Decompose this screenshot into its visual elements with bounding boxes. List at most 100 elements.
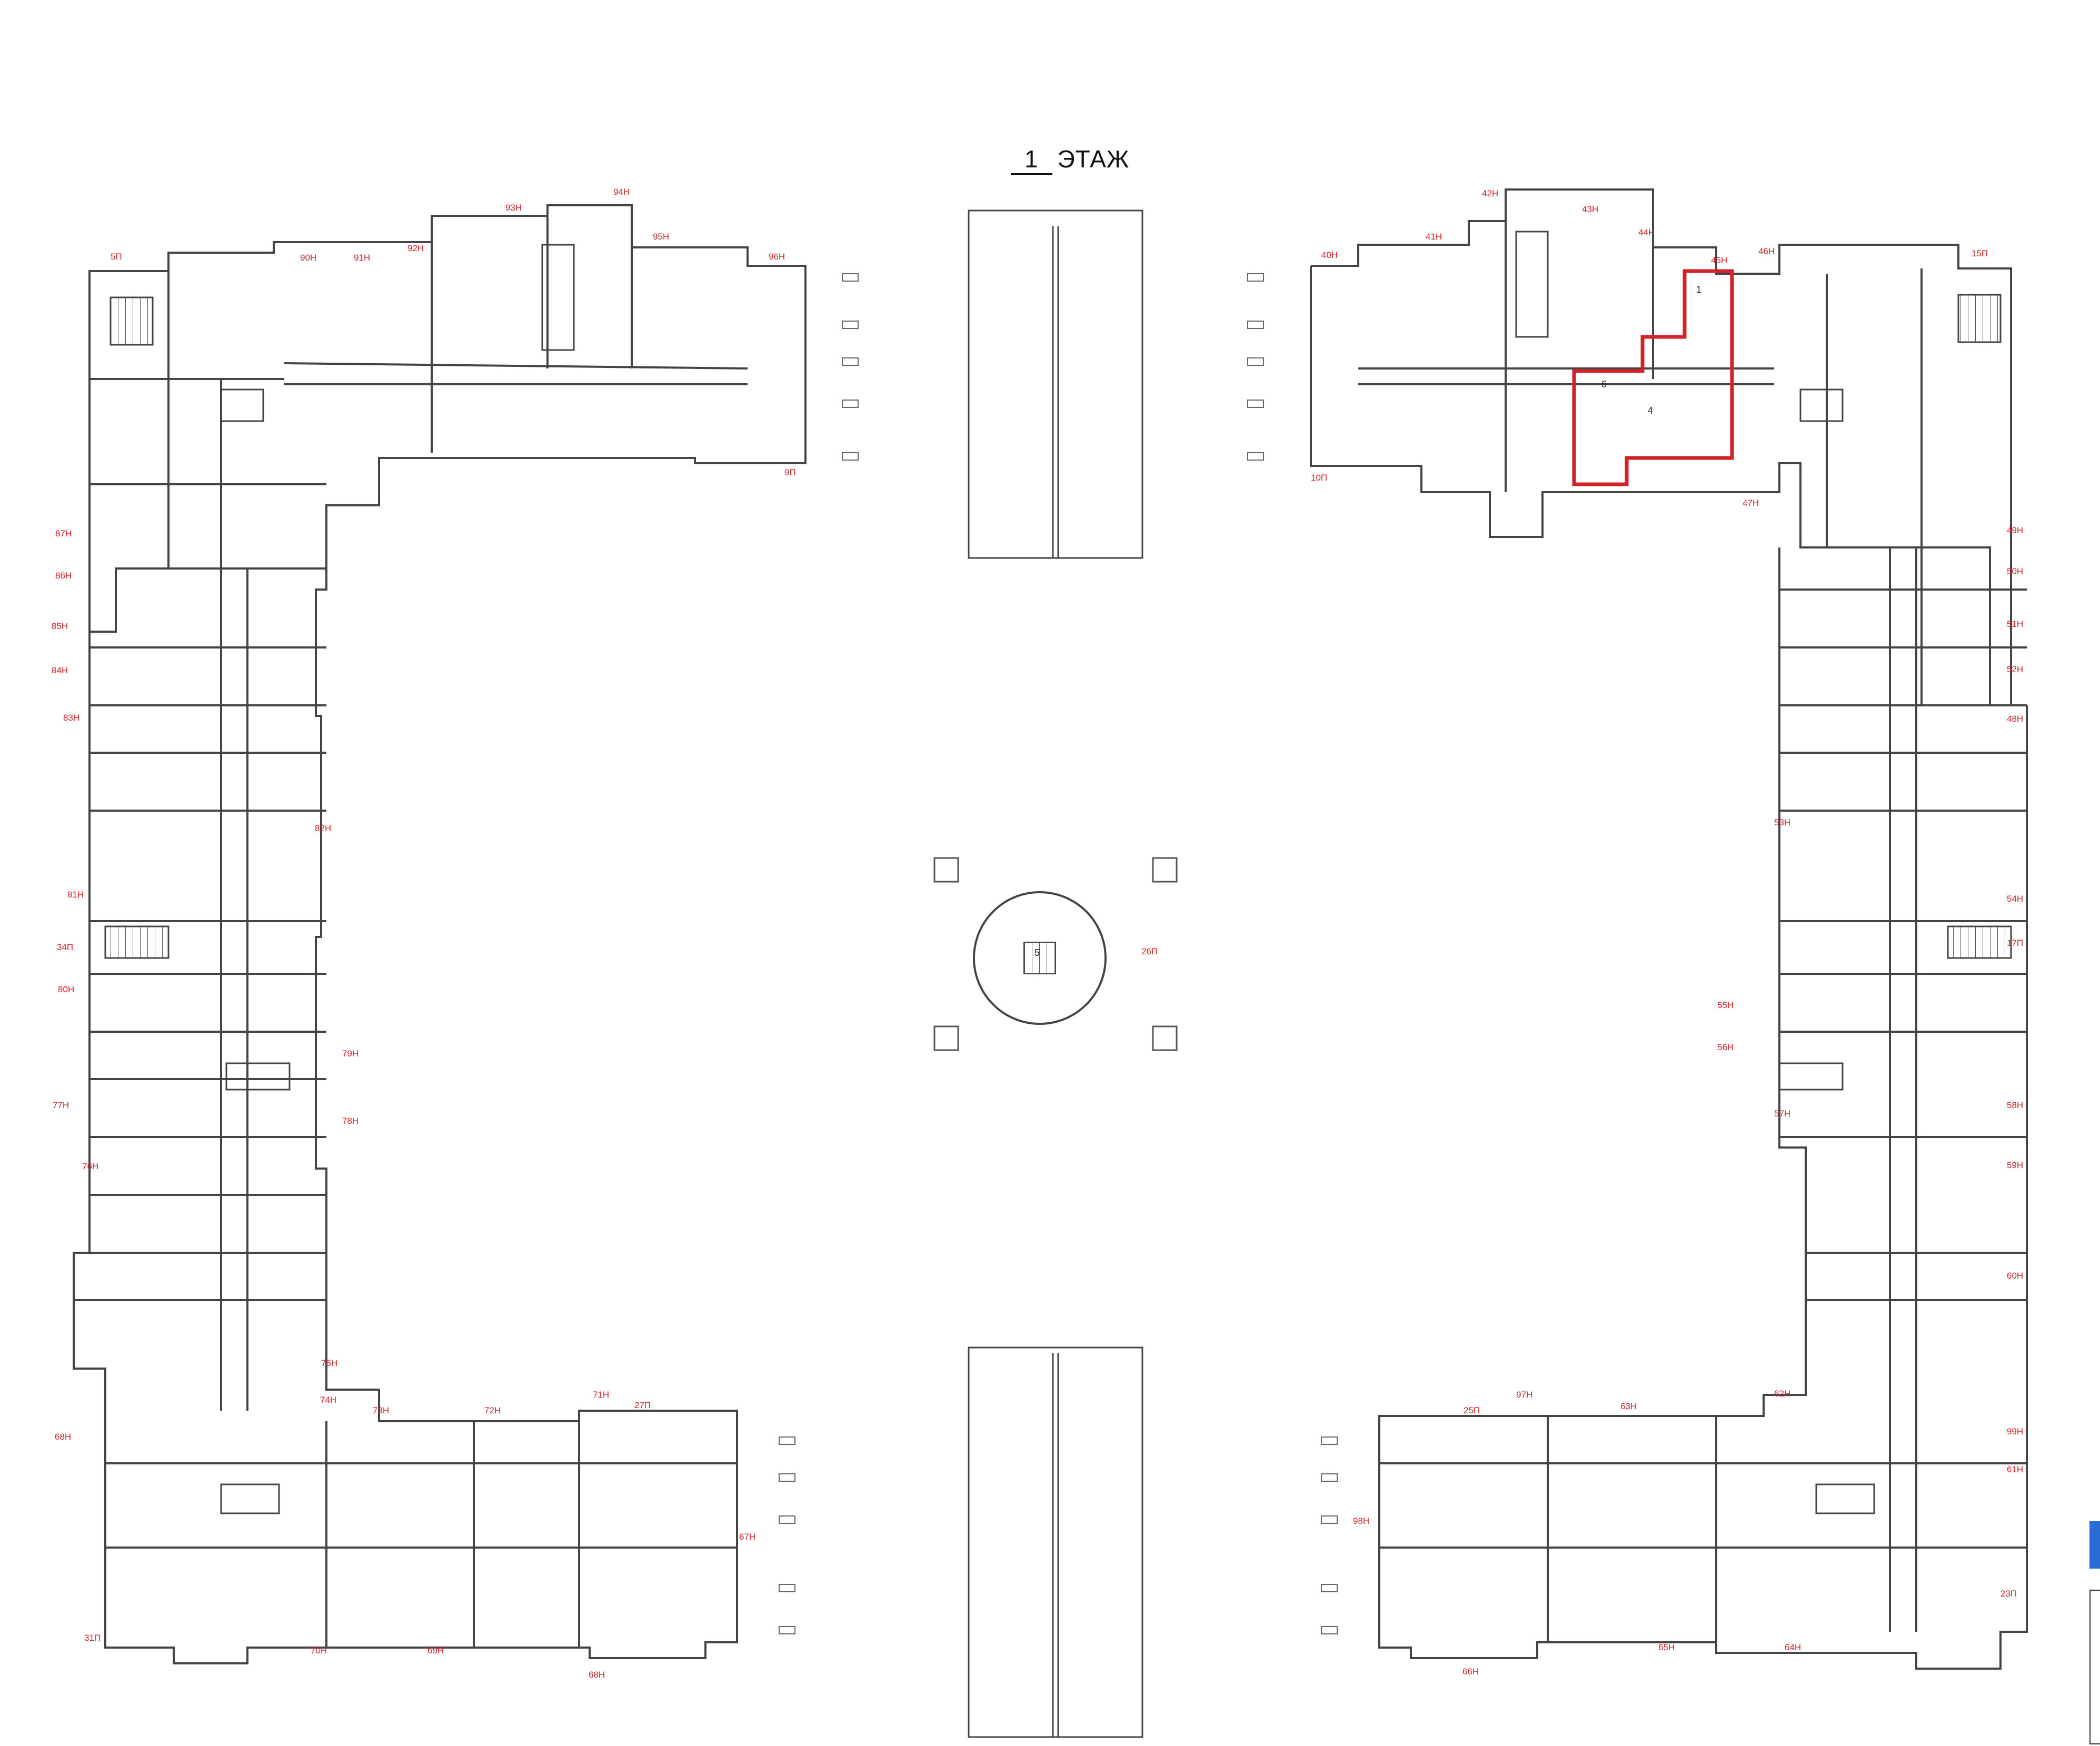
tick-box (1321, 1473, 1338, 1482)
elevator-block (1778, 1062, 1844, 1091)
corner-marker (2089, 1521, 2100, 1569)
tick-box (842, 321, 859, 329)
unit-label: 80Н (58, 984, 75, 994)
tick-box (779, 1626, 795, 1634)
central-bottom-block (968, 1346, 1143, 1738)
unit-label: 51Н (2007, 619, 2024, 629)
unit-label: 85Н (52, 621, 68, 631)
right-wing-top-outline (1310, 188, 2012, 706)
unit-label: 79Н (342, 1049, 359, 1059)
tick-box (1247, 273, 1264, 282)
central-round-structure (933, 857, 1178, 1051)
unit-label: 43Н (1582, 204, 1599, 214)
column-block (1152, 857, 1178, 883)
highlighted-unit-room: 4 (1648, 405, 1654, 416)
elevator-block (1815, 1483, 1875, 1514)
round-building-room: 5 (1034, 947, 1040, 958)
stair-blocks (104, 231, 2012, 1514)
central-bottom-structure (968, 1346, 1143, 1738)
unit-label: 27П (634, 1400, 651, 1410)
round-building-stair (1023, 942, 1056, 974)
unit-label: 55Н (1717, 1000, 1734, 1010)
unit-label: 99Н (2007, 1426, 2024, 1436)
unit-label: 65Н (1658, 1642, 1675, 1652)
unit-label: 75Н (321, 1358, 338, 1368)
unit-label: 82Н (315, 823, 332, 833)
left-spine-outline (73, 568, 738, 1664)
stair-block (104, 925, 170, 959)
unit-label: 96Н (769, 252, 785, 262)
tick-box (842, 452, 859, 461)
unit-label: 67Н (739, 1532, 756, 1542)
unit-label: 62Н (1774, 1389, 1791, 1399)
tick-box (1247, 321, 1264, 329)
column-block (933, 1025, 959, 1051)
unit-label: 58Н (2007, 1100, 2024, 1110)
right-building (1310, 188, 2028, 1670)
unit-label: 70Н (311, 1645, 327, 1655)
highlighted-unit-room: 6 (1601, 379, 1607, 390)
tick-box (1321, 1626, 1338, 1634)
unit-label: 68Н (589, 1670, 605, 1680)
stair-block (110, 296, 154, 346)
tick-box (1247, 400, 1264, 408)
unit-label: 46Н (1758, 246, 1775, 256)
highlighted-unit-outline[interactable] (1572, 269, 1734, 486)
elevator-block (1515, 231, 1549, 338)
unit-label: 17П (2007, 938, 2024, 948)
unit-label: 95Н (653, 232, 670, 242)
unit-label: 77Н (53, 1100, 69, 1110)
unit-label: 73Н (373, 1405, 390, 1415)
unit-label: 97Н (1516, 1390, 1533, 1400)
unit-label: 69Н (427, 1645, 444, 1655)
unit-label: 31П (84, 1633, 101, 1643)
unit-label: 93Н (505, 203, 522, 213)
unit-label: 76Н (82, 1161, 99, 1171)
central-top-block (968, 209, 1143, 559)
unit-label: 86Н (55, 571, 72, 581)
stair-block (1957, 294, 2002, 343)
unit-label: 56Н (1717, 1042, 1734, 1052)
column-block (933, 857, 959, 883)
unit-label: 57Н (1774, 1109, 1791, 1119)
unit-label: 54Н (2007, 894, 2024, 904)
unit-label: 91Н (354, 253, 371, 263)
unit-label: 52Н (2007, 664, 2024, 674)
unit-label: 90Н (300, 253, 317, 263)
unit-label: 49Н (2007, 525, 2024, 535)
unit-label: 94Н (613, 187, 630, 197)
elevator-block (1799, 388, 1844, 422)
tick-box (1321, 1515, 1338, 1524)
unit-label: 5П (111, 252, 122, 262)
unit-label: 72Н (484, 1405, 501, 1415)
unit-label: 84Н (52, 665, 68, 675)
unit-label: 78Н (342, 1116, 359, 1126)
left-corridor (284, 362, 748, 370)
unit-label: 44Н (1638, 227, 1655, 237)
tick-box (842, 400, 859, 408)
unit-label: 42Н (1482, 188, 1499, 198)
unit-label: 83Н (63, 713, 80, 723)
unit-label: 68Н (55, 1432, 72, 1442)
round-building-outline (973, 891, 1107, 1025)
column-block (1152, 1025, 1178, 1051)
unit-label: 71Н (593, 1390, 610, 1400)
unit-label: 40Н (1321, 250, 1338, 260)
unit-label: 34П (57, 942, 74, 952)
unit-label: 10П (1311, 473, 1328, 483)
unit-label: 45Н (1711, 255, 1728, 265)
unit-label: 53Н (1774, 817, 1791, 827)
tick-box (779, 1436, 795, 1445)
tick-box (1247, 452, 1264, 461)
tick-box (1247, 357, 1264, 366)
tick-box (842, 357, 859, 366)
unit-label: 48Н (2007, 714, 2024, 724)
unit-label: 26П (1141, 946, 1158, 956)
tick-box (1321, 1436, 1338, 1445)
unit-label: 81Н (67, 890, 84, 900)
unit-label: 92Н (407, 243, 424, 253)
highlighted-unit-room: 1 (1696, 284, 1702, 295)
tick-box (779, 1584, 795, 1592)
